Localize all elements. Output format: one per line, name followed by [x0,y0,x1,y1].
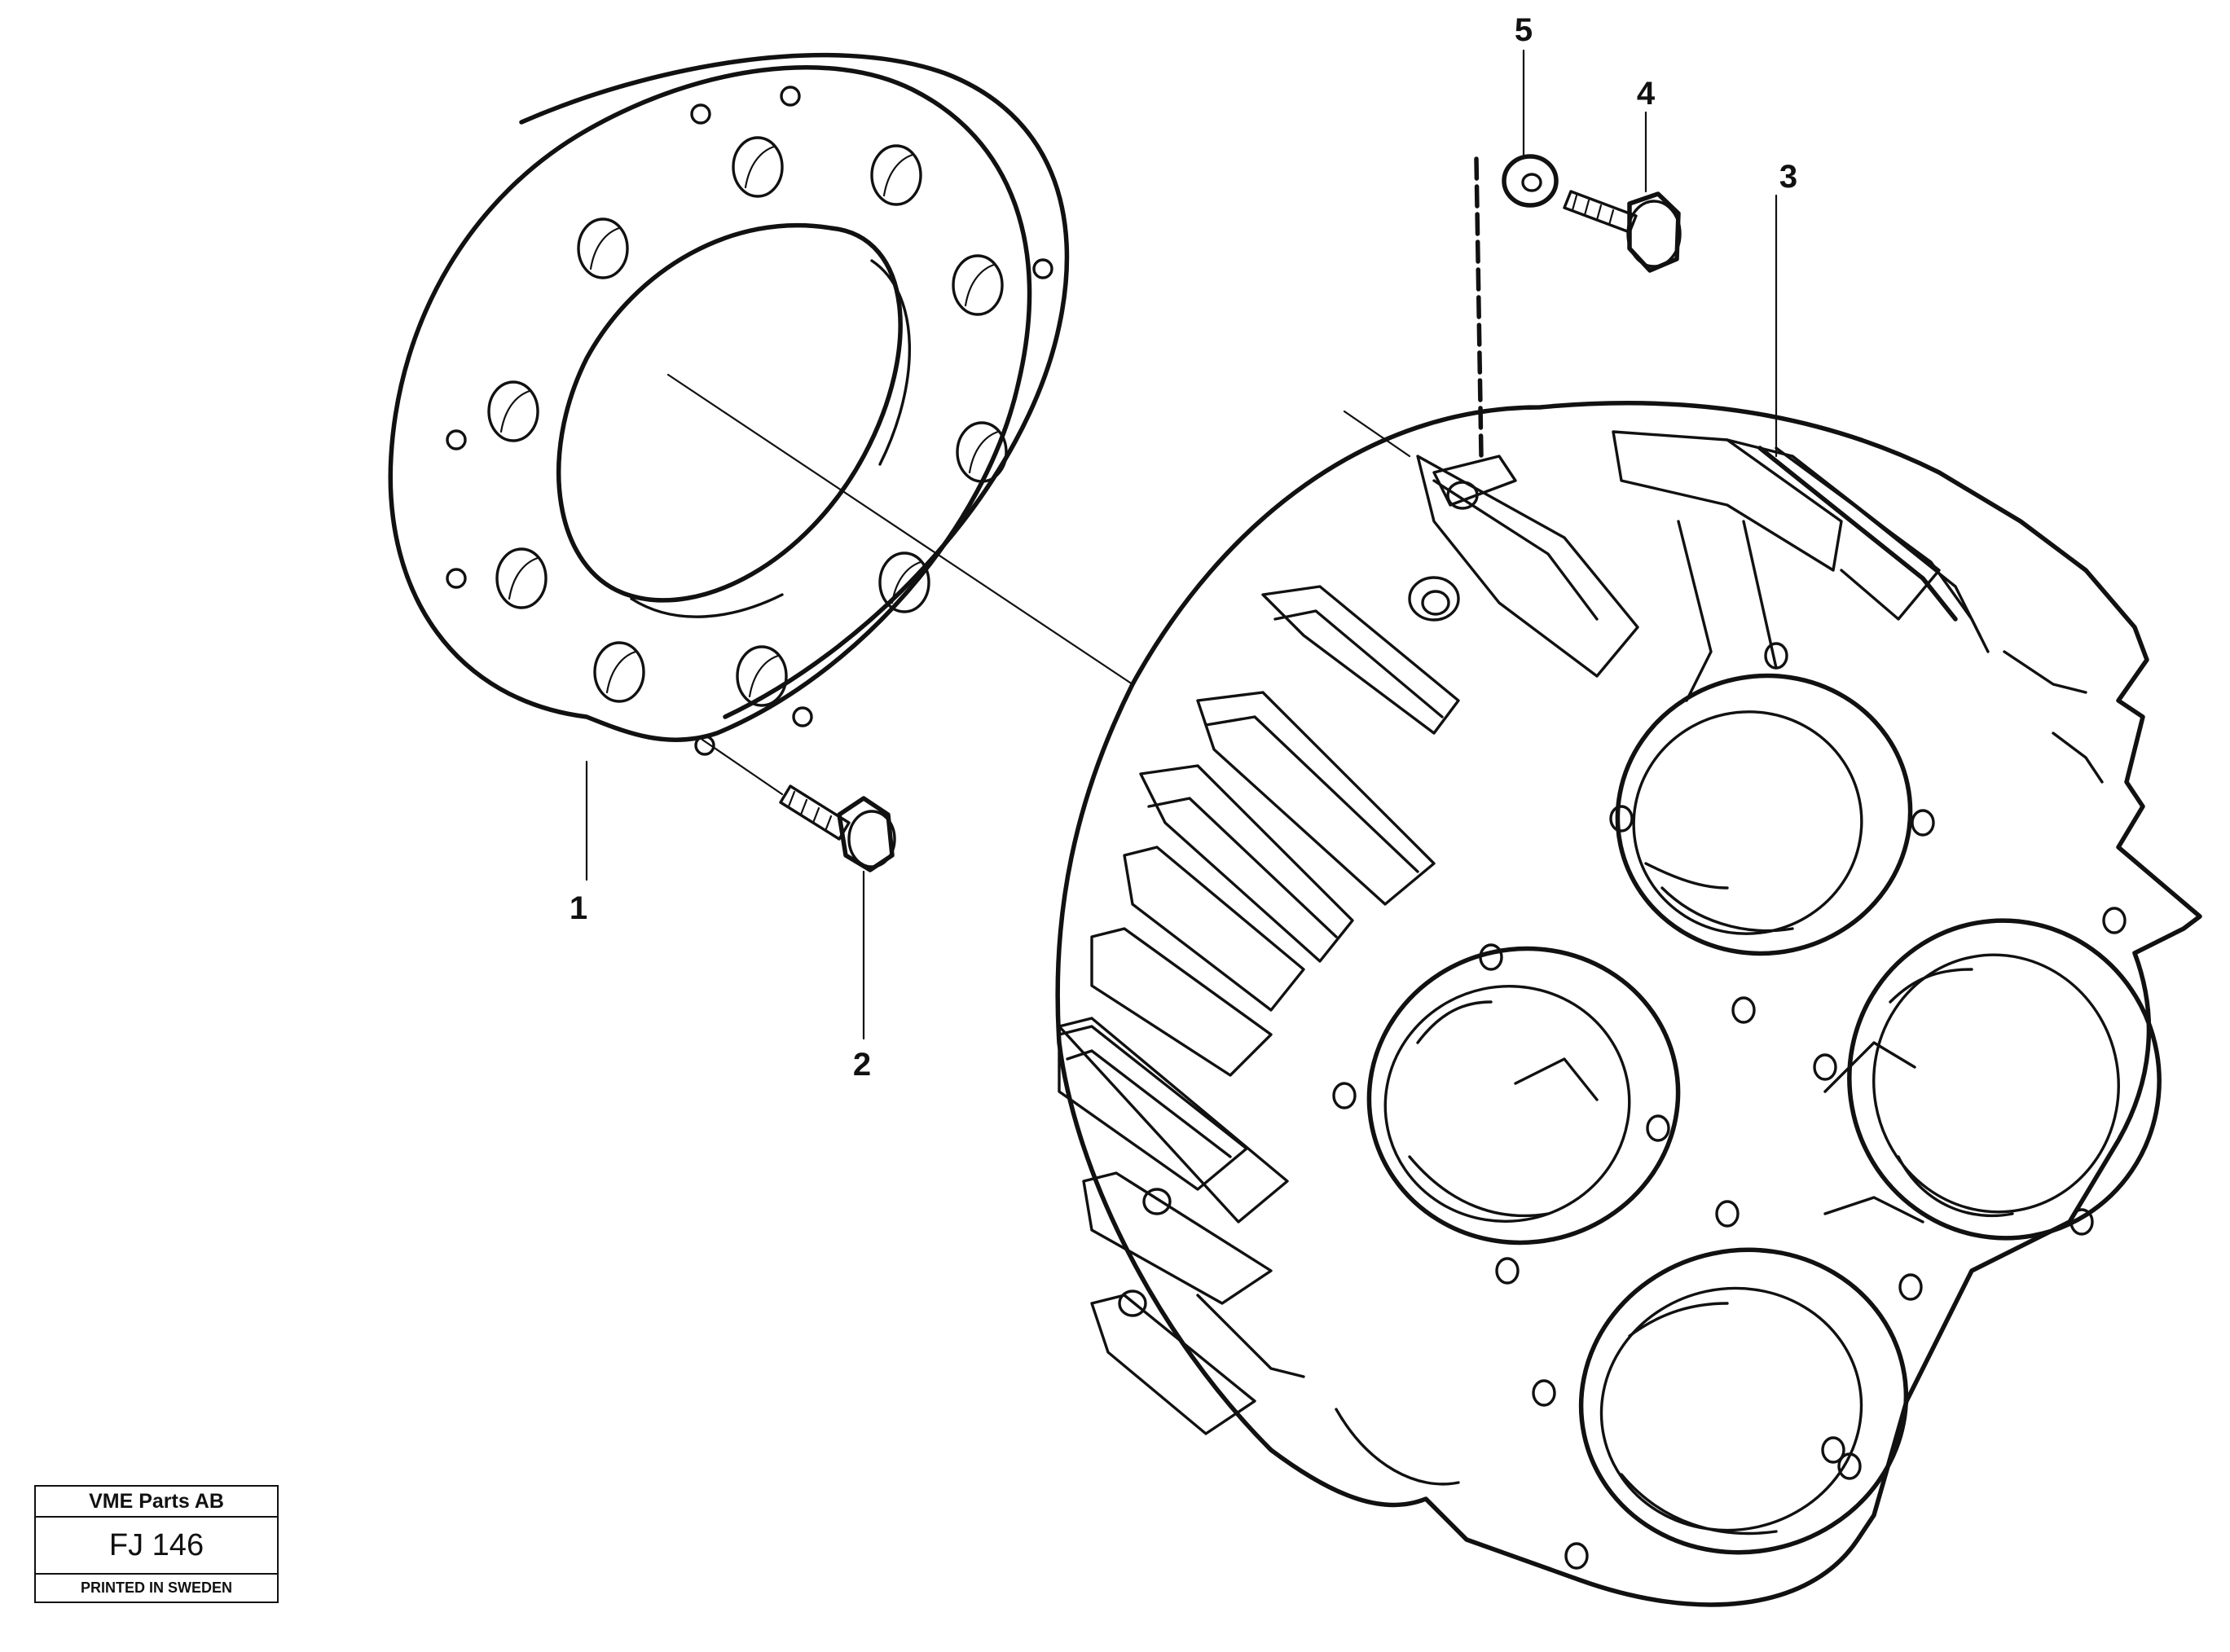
flange-bolt-part [701,738,896,1040]
housing-bolt-part [1474,49,1682,459]
callout-5: 5 [1515,12,1533,48]
company-name: VME Parts AB [36,1487,277,1518]
callout-1: 1 [570,890,587,926]
callout-4: 4 [1637,76,1656,112]
callout-3: 3 [1779,159,1797,195]
drawing-code: FJ 146 [36,1518,277,1575]
callout-2: 2 [853,1047,871,1083]
printed-note: PRINTED IN SWEDEN [80,1580,232,1596]
title-block: VME Parts AB FJ 146 PRINTED IN SWEDEN [34,1485,279,1603]
flange-ring-part [388,52,1070,756]
gear-housing-part [1055,401,2202,1607]
